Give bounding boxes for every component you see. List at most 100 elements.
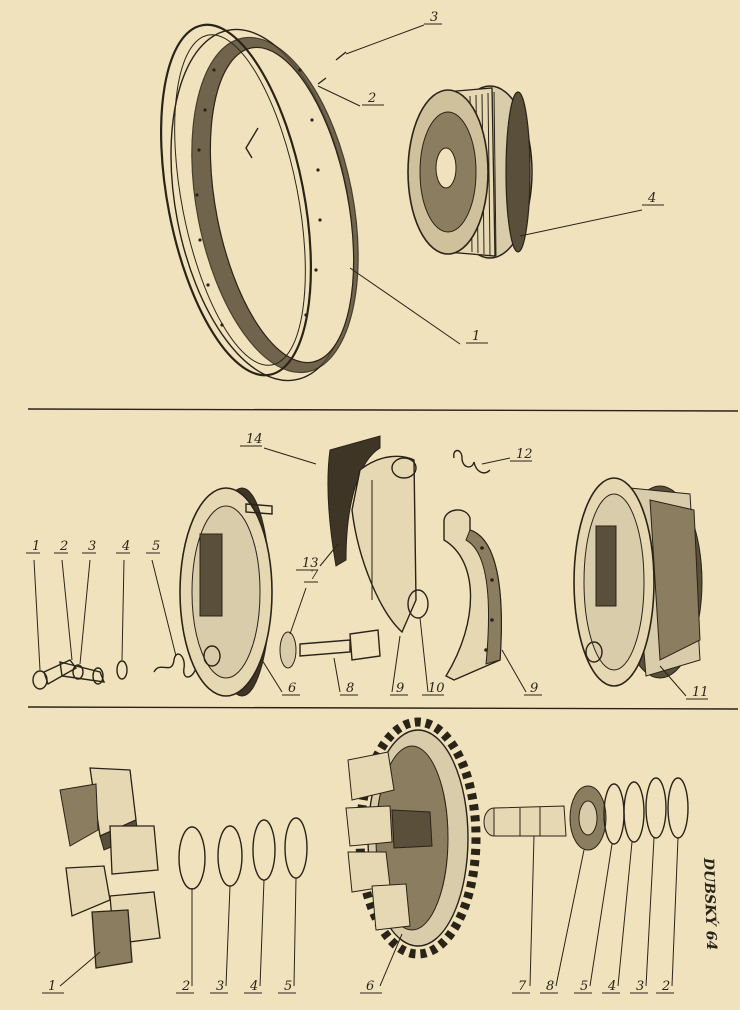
spoke-nipple-small — [335, 51, 347, 61]
callout-bot-2a: 2 — [176, 888, 194, 994]
washers-right — [603, 777, 689, 845]
callout-mid-8: 8 — [333, 657, 358, 696]
section-divider-bottom — [27, 706, 739, 710]
part-number-label: 7 — [310, 568, 319, 583]
rear-sprocket — [345, 717, 481, 959]
part-number-label: 12 — [516, 447, 533, 462]
callout-top-1: 1 — [349, 267, 488, 345]
callout-mid-3: 3 — [79, 539, 96, 665]
callout-bot-1: 1 — [42, 951, 101, 994]
part-number-label: 6 — [366, 979, 374, 994]
leader-line — [33, 559, 41, 671]
part-number-label: 3 — [216, 979, 224, 994]
leader-line — [121, 559, 125, 661]
leader-line — [481, 457, 511, 465]
leader-line — [379, 933, 403, 987]
leader-line — [645, 837, 655, 987]
callout-bot-5b: 5 — [574, 843, 613, 994]
part-number-label: 1 — [472, 329, 480, 344]
leader-line — [333, 657, 341, 693]
callout-mid-5: 5 — [146, 539, 177, 657]
part-number-label: 7 — [518, 979, 527, 994]
spoke-nipple — [317, 77, 327, 85]
callout-bot-5a: 5 — [278, 877, 297, 994]
leader-line — [659, 665, 687, 697]
part-number-label: 9 — [396, 681, 404, 696]
hub-axle-bolt — [483, 805, 567, 837]
leader-line — [671, 837, 679, 987]
leader-line — [319, 543, 339, 567]
leader-line — [589, 843, 613, 987]
section-divider-top — [27, 408, 739, 412]
callout-top-2: 2 — [317, 85, 384, 107]
callout-mid-12: 12 — [481, 447, 533, 465]
part-number-label: 8 — [546, 979, 554, 994]
callout-top-4: 4 — [519, 191, 664, 237]
leader-line — [225, 885, 231, 987]
callout-mid-7: 7 — [289, 568, 319, 635]
leader-line — [345, 24, 425, 55]
part-number-label: 5 — [284, 979, 292, 994]
part-number-label: 13 — [302, 556, 319, 571]
part-number-label: 5 — [580, 979, 588, 994]
part-number-label: 3 — [88, 539, 96, 554]
part-number-label: 4 — [647, 191, 656, 206]
part-number-label: 2 — [661, 979, 670, 994]
callout-bot-4a: 4 — [244, 879, 265, 994]
brake-assembled — [573, 477, 703, 687]
cush-drive-rubbers — [59, 767, 161, 969]
callout-mid-9b: 9 — [501, 649, 542, 696]
part-number-label: 2 — [367, 91, 376, 106]
leader-line — [261, 659, 283, 693]
leader-line — [289, 587, 307, 635]
part-number-label: 5 — [152, 539, 160, 554]
leader-line — [263, 447, 317, 465]
part-number-label: 10 — [428, 681, 445, 696]
brake-cam-spindle — [279, 629, 381, 669]
rear-hub — [407, 85, 533, 259]
callout-mid-11: 11 — [659, 665, 709, 700]
part-number-label: 11 — [692, 685, 709, 700]
callout-bot-7: 7 — [512, 835, 535, 994]
part-number-label: 4 — [249, 979, 258, 994]
part-number-label: 8 — [346, 681, 354, 696]
brake-shoe-left — [351, 455, 429, 634]
callout-bot-2b: 2 — [656, 837, 679, 994]
leader-line — [529, 835, 535, 987]
callout-mid-6: 6 — [261, 659, 300, 696]
part-number-label: 2 — [59, 539, 68, 554]
callout-mid-9a: 9 — [390, 635, 408, 696]
leader-line — [317, 85, 361, 107]
part-number-label: 2 — [181, 979, 190, 994]
part-number-label: 4 — [607, 979, 616, 994]
leader-line — [59, 951, 101, 987]
callout-mid-1: 1 — [26, 539, 41, 671]
callout-mid-13: 13 — [296, 543, 339, 571]
callout-bot-4b: 4 — [602, 841, 633, 994]
part-number-label: 6 — [288, 681, 296, 696]
washers-left — [178, 817, 308, 890]
callout-mid-4: 4 — [116, 539, 130, 661]
leader-line — [151, 559, 177, 657]
callout-bot-6: 6 — [360, 933, 403, 994]
wheel-rim — [160, 23, 359, 382]
leader-line — [519, 209, 643, 237]
callout-mid-14: 14 — [240, 432, 317, 465]
leader-line — [61, 559, 73, 661]
callout-bot-8: 8 — [540, 849, 585, 994]
artist-signature: DUBSKÝ 64 — [700, 857, 721, 951]
callout-mid-10: 10 — [419, 617, 445, 696]
callout-bot-3b: 3 — [630, 837, 655, 994]
part-number-label: 1 — [48, 979, 56, 994]
return-spring — [453, 449, 491, 474]
brake-lining — [327, 435, 381, 567]
leader-line — [391, 635, 401, 693]
part-number-label: 14 — [246, 432, 263, 447]
leader-line — [79, 559, 91, 665]
part-number-label: 3 — [636, 979, 644, 994]
callout-mid-2: 2 — [54, 539, 73, 661]
callout-top-3: 3 — [345, 10, 442, 55]
bearing — [569, 785, 607, 851]
